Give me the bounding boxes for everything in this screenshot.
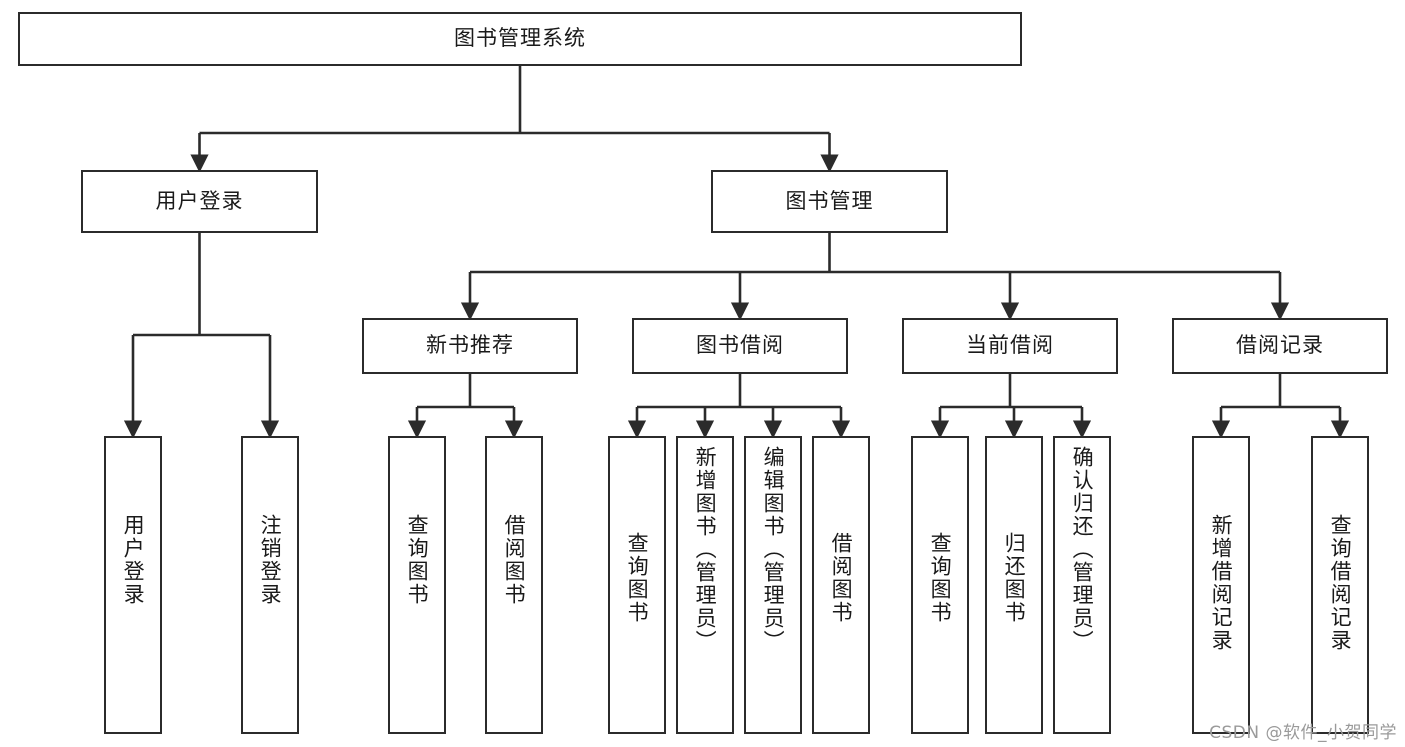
node-l6[interactable]: 新增图书（管理员）	[676, 436, 734, 734]
node-l9[interactable]: 查询图书	[911, 436, 969, 734]
node-label: 新增借阅记录	[1209, 514, 1234, 652]
node-label: 图书管理	[785, 188, 874, 213]
node-label: 查询图书	[625, 532, 650, 624]
node-l13[interactable]: 查询借阅记录	[1311, 436, 1369, 734]
node-l3[interactable]: 查询图书	[388, 436, 446, 734]
node-label: 编辑图书（管理员）	[761, 446, 786, 653]
node-borrow[interactable]: 图书借阅	[632, 318, 848, 374]
node-label: 查询图书	[928, 532, 953, 624]
node-l4[interactable]: 借阅图书	[485, 436, 543, 734]
node-label: 注销登录	[258, 514, 283, 606]
node-l7[interactable]: 编辑图书（管理员）	[744, 436, 802, 734]
node-label: 查询图书	[405, 514, 430, 606]
node-label: 借阅图书	[829, 532, 854, 624]
node-label: 查询借阅记录	[1328, 514, 1353, 652]
node-label: 借阅记录	[1236, 333, 1324, 358]
node-l2[interactable]: 注销登录	[241, 436, 299, 734]
node-l10[interactable]: 归还图书	[985, 436, 1043, 734]
node-l1[interactable]: 用户登录	[104, 436, 162, 734]
node-label: 新书推荐	[426, 333, 514, 358]
node-label: 当前借阅	[966, 333, 1054, 358]
watermark-text: CSDN @软件_小贺同学	[1209, 723, 1397, 743]
node-label: 用户登录	[121, 514, 146, 606]
node-root[interactable]: 图书管理系统	[18, 12, 1022, 66]
node-records[interactable]: 借阅记录	[1172, 318, 1388, 374]
node-l11[interactable]: 确认归还（管理员）	[1053, 436, 1111, 734]
node-bookmgmt[interactable]: 图书管理	[711, 170, 948, 233]
node-label: 新增图书（管理员）	[693, 446, 718, 653]
node-label: 借阅图书	[502, 514, 527, 606]
node-label: 图书借阅	[696, 333, 784, 358]
node-l8[interactable]: 借阅图书	[812, 436, 870, 734]
node-newbook[interactable]: 新书推荐	[362, 318, 578, 374]
node-label: 归还图书	[1002, 532, 1027, 624]
node-l5[interactable]: 查询图书	[608, 436, 666, 734]
node-label: 确认归还（管理员）	[1070, 446, 1095, 653]
node-login[interactable]: 用户登录	[81, 170, 318, 233]
node-label: 用户登录	[155, 188, 244, 213]
node-label: 图书管理系统	[454, 26, 586, 51]
node-l12[interactable]: 新增借阅记录	[1192, 436, 1250, 734]
node-current[interactable]: 当前借阅	[902, 318, 1118, 374]
